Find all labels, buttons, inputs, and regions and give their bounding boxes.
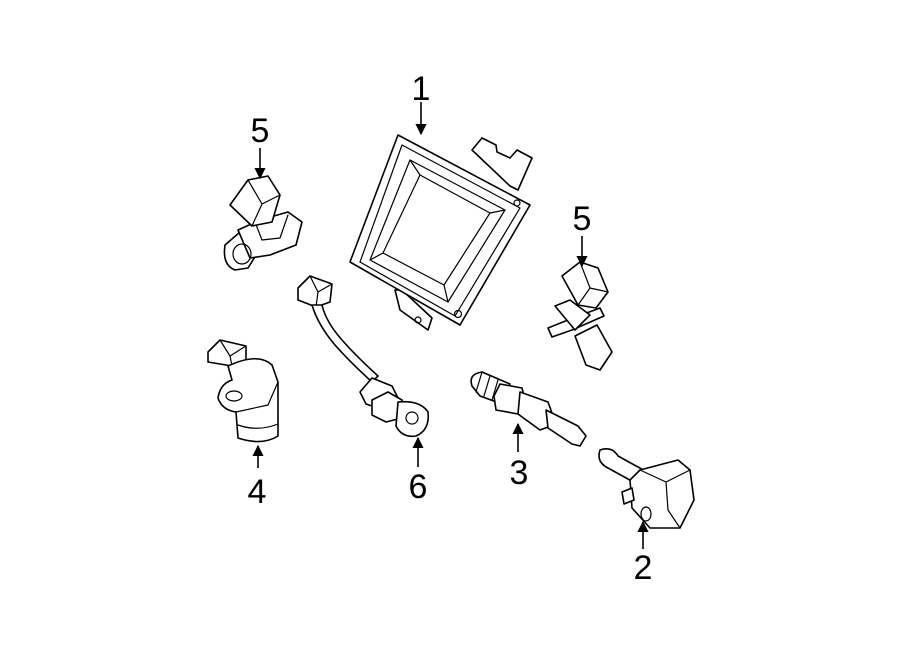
camshaft-sensor-left[interactable] bbox=[223, 175, 303, 271]
callout-2: 2 bbox=[634, 549, 653, 587]
callout-5-right: 5 bbox=[573, 200, 592, 238]
callout-6: 6 bbox=[409, 468, 428, 506]
callout-5-left: 5 bbox=[251, 112, 270, 150]
ignition-coil[interactable] bbox=[598, 448, 695, 529]
leader-lines bbox=[252, 102, 649, 549]
temperature-sensor[interactable] bbox=[470, 371, 587, 447]
callout-4: 4 bbox=[248, 473, 267, 511]
callout-labels: 1 5 5 4 6 3 2 bbox=[248, 70, 653, 587]
knock-sensor[interactable] bbox=[297, 275, 430, 438]
callout-1: 1 bbox=[412, 70, 431, 108]
crankshaft-sensor-right[interactable] bbox=[547, 261, 613, 371]
cam-sensor[interactable] bbox=[207, 339, 279, 443]
callout-3: 3 bbox=[510, 454, 529, 492]
engine-control-module[interactable] bbox=[349, 134, 533, 331]
